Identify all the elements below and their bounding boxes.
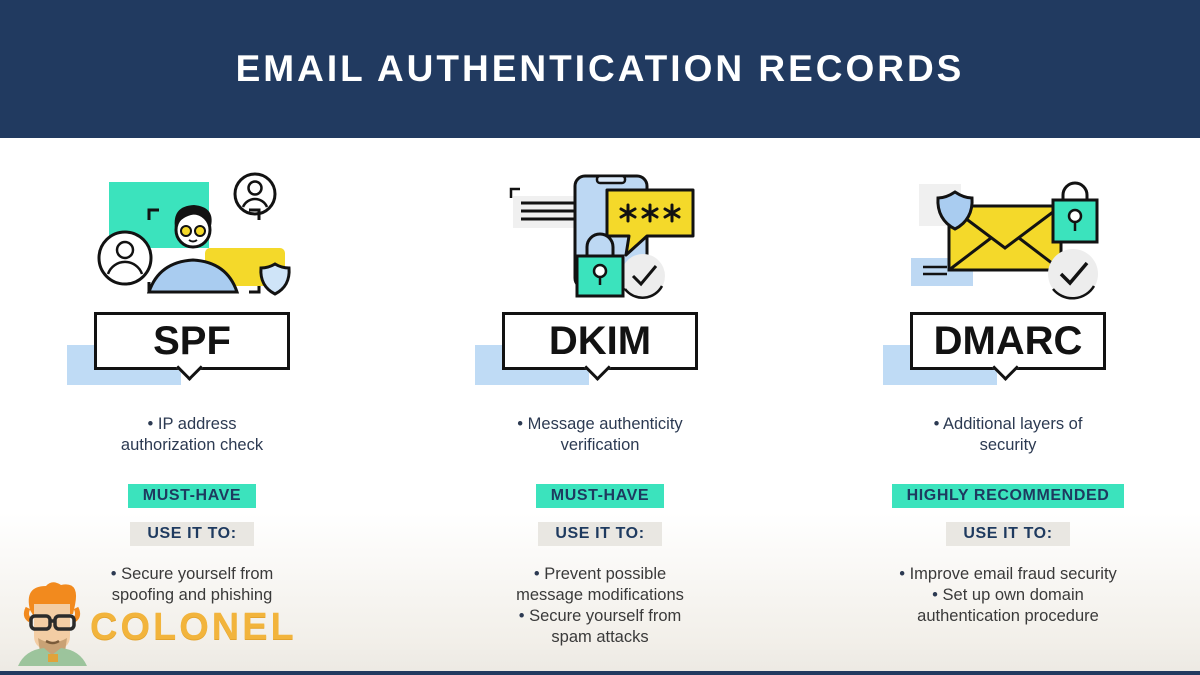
- importance-badge: MUST-HAVE: [535, 484, 665, 508]
- dmarc-features-list: Additional layers of security: [913, 414, 1103, 458]
- spf-features-list: IP address authorization check: [107, 414, 277, 458]
- record-name-dkim: DKIM: [548, 319, 652, 363]
- column-dkim: DKIM Message authenticity verification M…: [430, 138, 770, 648]
- page-title: EMAIL AUTHENTICATION RECORDS: [235, 48, 965, 89]
- corner-bracket-shape: [509, 187, 520, 198]
- list-item: Prevent possible message modifications: [508, 564, 693, 606]
- asterisks-shape: [619, 203, 681, 223]
- colonel-wordmark: COLONEL: [90, 605, 297, 648]
- use-it-to-badge: USE IT TO:: [946, 522, 1070, 546]
- record-columns: SPF IP address authorization check MUST-…: [0, 138, 1200, 648]
- spf-title-bubble: SPF: [67, 312, 290, 385]
- list-item: Improve email fraud security: [899, 564, 1117, 585]
- identity-verification-icon: [97, 172, 291, 296]
- check-circle-icon: [621, 254, 665, 299]
- list-item: Set up own domain authentication procedu…: [903, 585, 1113, 627]
- lock-icon: [575, 232, 625, 298]
- spf-uses-list: Secure yourself from spoofing and phishi…: [95, 564, 290, 606]
- dkim-illustration: [495, 166, 705, 302]
- importance-badge: HIGHLY RECOMMENDED: [891, 484, 1125, 508]
- use-it-to-badge: USE IT TO:: [538, 522, 662, 546]
- list-item: Message authenticity verification: [500, 414, 700, 456]
- dmarc-illustration: [903, 166, 1113, 302]
- user-avatar-icon: [233, 172, 277, 216]
- column-dmarc: DMARC Additional layers of security HIGH…: [838, 138, 1178, 648]
- person-figure: [146, 205, 240, 294]
- record-name-spf: SPF: [153, 319, 231, 363]
- dkim-uses-list: Prevent possible message modifications S…: [503, 564, 698, 648]
- dkim-title-bubble: DKIM: [475, 312, 698, 385]
- shield-icon: [259, 262, 291, 296]
- check-circle-icon: [1048, 249, 1098, 300]
- phone-password-icon: [509, 174, 695, 299]
- list-item: Additional layers of security: [913, 414, 1103, 456]
- record-name-dmarc: DMARC: [933, 319, 1083, 363]
- dmarc-title-bubble: DMARC: [883, 312, 1106, 385]
- header-banner: EMAIL AUTHENTICATION RECORDS: [0, 0, 1200, 138]
- list-item: Secure yourself from spoofing and phishi…: [95, 564, 290, 606]
- spf-illustration: [87, 166, 297, 302]
- dkim-features-list: Message authenticity verification: [500, 414, 700, 458]
- list-item: IP address authorization check: [107, 414, 277, 456]
- glasses-shape: [29, 614, 76, 631]
- use-it-to-badge: USE IT TO:: [130, 522, 254, 546]
- user-avatar-icon: [97, 230, 153, 286]
- bottom-accent-bar: [0, 671, 1200, 675]
- importance-badge: MUST-HAVE: [127, 484, 257, 508]
- colonel-mascot-icon: [18, 582, 87, 666]
- colonel-logo: COLONEL: [14, 578, 297, 666]
- column-spf: SPF IP address authorization check MUST-…: [22, 138, 362, 648]
- dmarc-uses-list: Improve email fraud security Set up own …: [899, 564, 1117, 627]
- shield-icon: [936, 190, 974, 231]
- lock-icon: [1051, 181, 1099, 244]
- list-item: Secure yourself from spam attacks: [503, 606, 698, 648]
- password-bubble-icon: [605, 188, 695, 257]
- secure-email-icon: [911, 181, 1099, 300]
